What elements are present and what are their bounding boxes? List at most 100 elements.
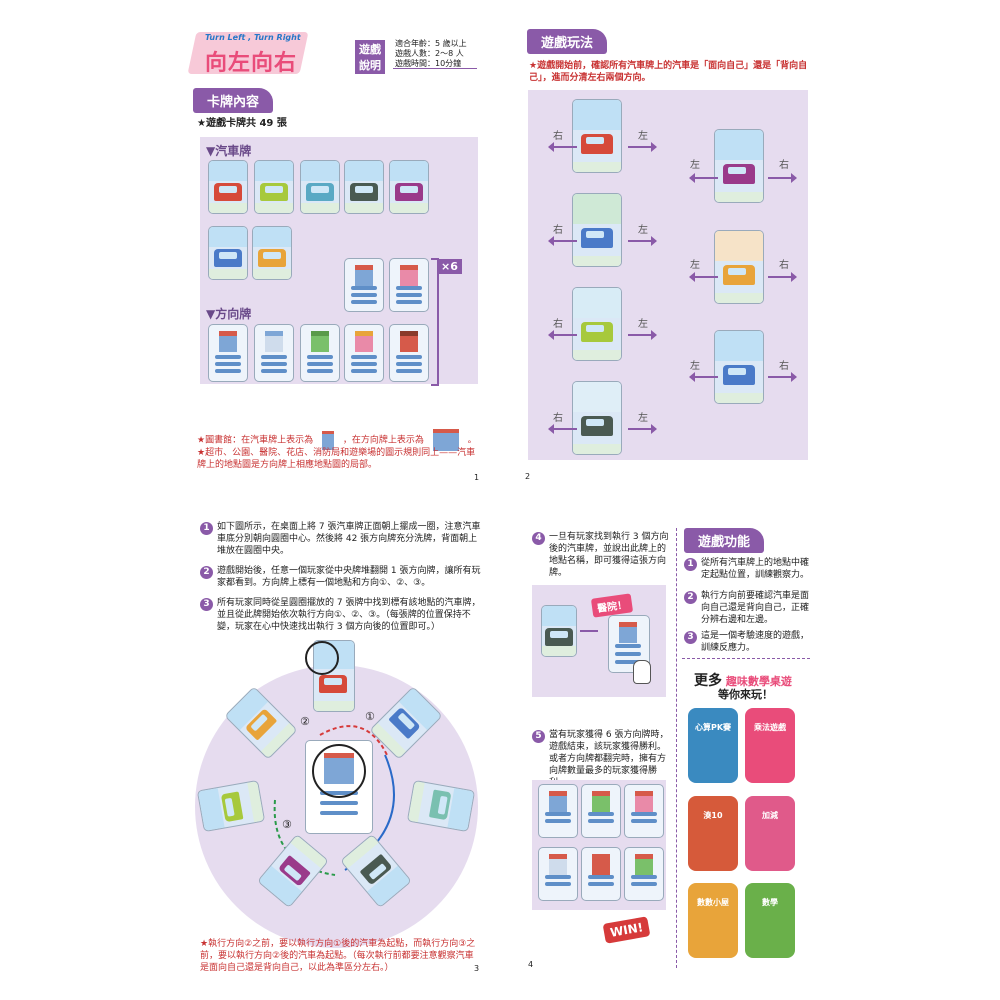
func-1: 從所有汽車牌上的地點中確定起點位置，訓練觀察力。 (701, 558, 810, 580)
step-2-badge: 2 (200, 566, 213, 579)
won-card (581, 847, 621, 901)
direction-card (208, 324, 248, 382)
page-number-1: 1 (474, 473, 480, 482)
step-4-badge: 4 (532, 532, 545, 545)
label-left: 左 (690, 160, 700, 171)
page-2: 遊戲玩法 ★遊戲開始前，確認所有汽車牌上的汽車是「面向自己」還是「背向自己」，進… (500, 0, 1000, 500)
car-card (254, 160, 294, 214)
car-card-away (714, 129, 764, 203)
note-places: ★超市、公園、醫院、花店、消防局和遊樂場的圖示規則同上——汽車牌上的地點圖是方向… (197, 448, 476, 470)
direction-card (300, 324, 340, 382)
game-box-label: 加減 (762, 811, 778, 820)
page-1: Turn Left , Turn Right 向左向右 遊戲 說明 適合年齡：5… (0, 0, 500, 500)
car-card (344, 160, 384, 214)
game-box: 數學 (745, 883, 795, 958)
library-car-icon (321, 430, 334, 450)
game-box-label: 數數小屋 (697, 898, 729, 907)
game-box-label: 數學 (762, 898, 778, 907)
game-box-label: 心算PK賽 (694, 723, 732, 732)
arrow-right (768, 272, 797, 282)
label-right: 右 (553, 319, 563, 330)
car-cards-label: ▼汽車牌 (206, 144, 252, 158)
label-left: 左 (690, 260, 700, 271)
won-card (624, 784, 664, 838)
arrow-left (548, 424, 577, 434)
info-divider (393, 68, 477, 69)
func-3: 這是一個考驗速度的遊戲，訓練反應力。 (701, 631, 810, 653)
label-right: 右 (553, 413, 563, 424)
func-2-badge: 2 (684, 591, 697, 604)
game-box: 心算PK賽 (688, 708, 738, 783)
info-line-1: 適合年齡：5 歲以上 (395, 39, 467, 48)
direction-card (608, 615, 650, 673)
car-card-facing (572, 381, 622, 455)
step-5-badge: 5 (532, 730, 545, 743)
info-line-3: 遊戲時間：10分鐘 (395, 59, 462, 68)
label-left: 左 (638, 131, 648, 142)
step-1-badge: 1 (200, 522, 213, 535)
car-card-facing (572, 193, 622, 267)
arrow (580, 630, 598, 632)
car-card-away (714, 330, 764, 404)
label-left: 左 (638, 413, 648, 424)
car-card (300, 160, 340, 214)
more-games-title: 更多 趣味數學桌遊 (694, 670, 792, 690)
highlight-ring (305, 641, 339, 675)
section-title-functions: 遊戲功能 (684, 528, 765, 553)
direction-card (389, 324, 429, 382)
car-card-facing (572, 287, 622, 361)
info-tag-2: 說明 (355, 56, 385, 74)
more-b: 趣味數學桌遊 (725, 675, 792, 688)
arrow-right (768, 173, 797, 183)
won-card (538, 784, 578, 838)
note-library-b: ，在方向牌上表示為 (342, 435, 424, 446)
more-a: 更多 (694, 673, 722, 689)
label-right: 右 (779, 160, 789, 171)
page-4: 4 一旦有玩家找到執行 3 個方向後的汽車牌，並說出此牌上的地點名稱，即可獲得這… (500, 500, 1000, 1000)
info-tag-1: 遊戲 (355, 40, 385, 58)
label-left: 左 (690, 361, 700, 372)
mark-2: ② (300, 715, 310, 728)
arrow-right (768, 372, 797, 382)
arrow-right (628, 330, 657, 340)
game-box: 加減 (745, 796, 795, 871)
func-3-badge: 3 (684, 631, 697, 644)
page-number-3: 3 (474, 964, 480, 973)
label-right: 右 (553, 131, 563, 142)
game-box: 數數小屋 (688, 883, 738, 958)
func-2: 執行方向前要確認汽車是面向自己還是背向自己，正確分辨右邊和左邊。 (701, 591, 810, 625)
rules-intro: ★遊戲開始前，確認所有汽車牌上的汽車是「面向自己」還是「背向自己」，進而分清左右… (529, 61, 808, 83)
arrow-right (628, 236, 657, 246)
center-highlight-ring (312, 744, 366, 798)
game-box: 湊10 (688, 796, 738, 871)
page-3: 1 如下圖所示，在桌面上將 7 張汽車牌正面朝上擺成一圈，注意汽車車底分別朝向圓… (0, 500, 500, 1000)
mark-3: ③ (282, 818, 292, 831)
label-right: 右 (779, 361, 789, 372)
car-card (208, 160, 248, 214)
bracket (431, 258, 439, 386)
total-count: ★遊戲卡牌共 49 張 (197, 118, 287, 129)
footnote: ★執行方向②之前，要以執行方向①後的汽車為起點，而執行方向③之前，要以執行方向②… (200, 939, 476, 973)
won-card (624, 847, 664, 901)
arrow-left (689, 173, 718, 183)
multiplier-badge: ×6 (437, 259, 462, 274)
car-card (208, 226, 248, 280)
won-card (538, 847, 578, 901)
divider-vertical (676, 528, 677, 968)
game-box-label: 湊10 (703, 811, 723, 820)
label-right: 右 (779, 260, 789, 271)
direction-cards-label: ▼方向牌 (206, 307, 252, 321)
note-library-c: 。 (467, 435, 477, 446)
win-burst: WIN! (602, 916, 651, 944)
logo-zh: 向左向右 (205, 51, 298, 76)
car-card (541, 605, 577, 657)
won-card (581, 784, 621, 838)
info-line-2: 遊戲人數：2～8 人 (395, 49, 464, 58)
car-card-away (714, 230, 764, 304)
arrow-right (628, 424, 657, 434)
step-4: 一旦有玩家找到執行 3 個方向後的汽車牌，並說出此牌上的地點名稱，即可獲得這張方… (549, 532, 669, 578)
page-number-4: 4 (528, 960, 534, 969)
logo-en: Turn Left , Turn Right (205, 33, 301, 42)
arrow-right (628, 142, 657, 152)
arrow-left (689, 372, 718, 382)
